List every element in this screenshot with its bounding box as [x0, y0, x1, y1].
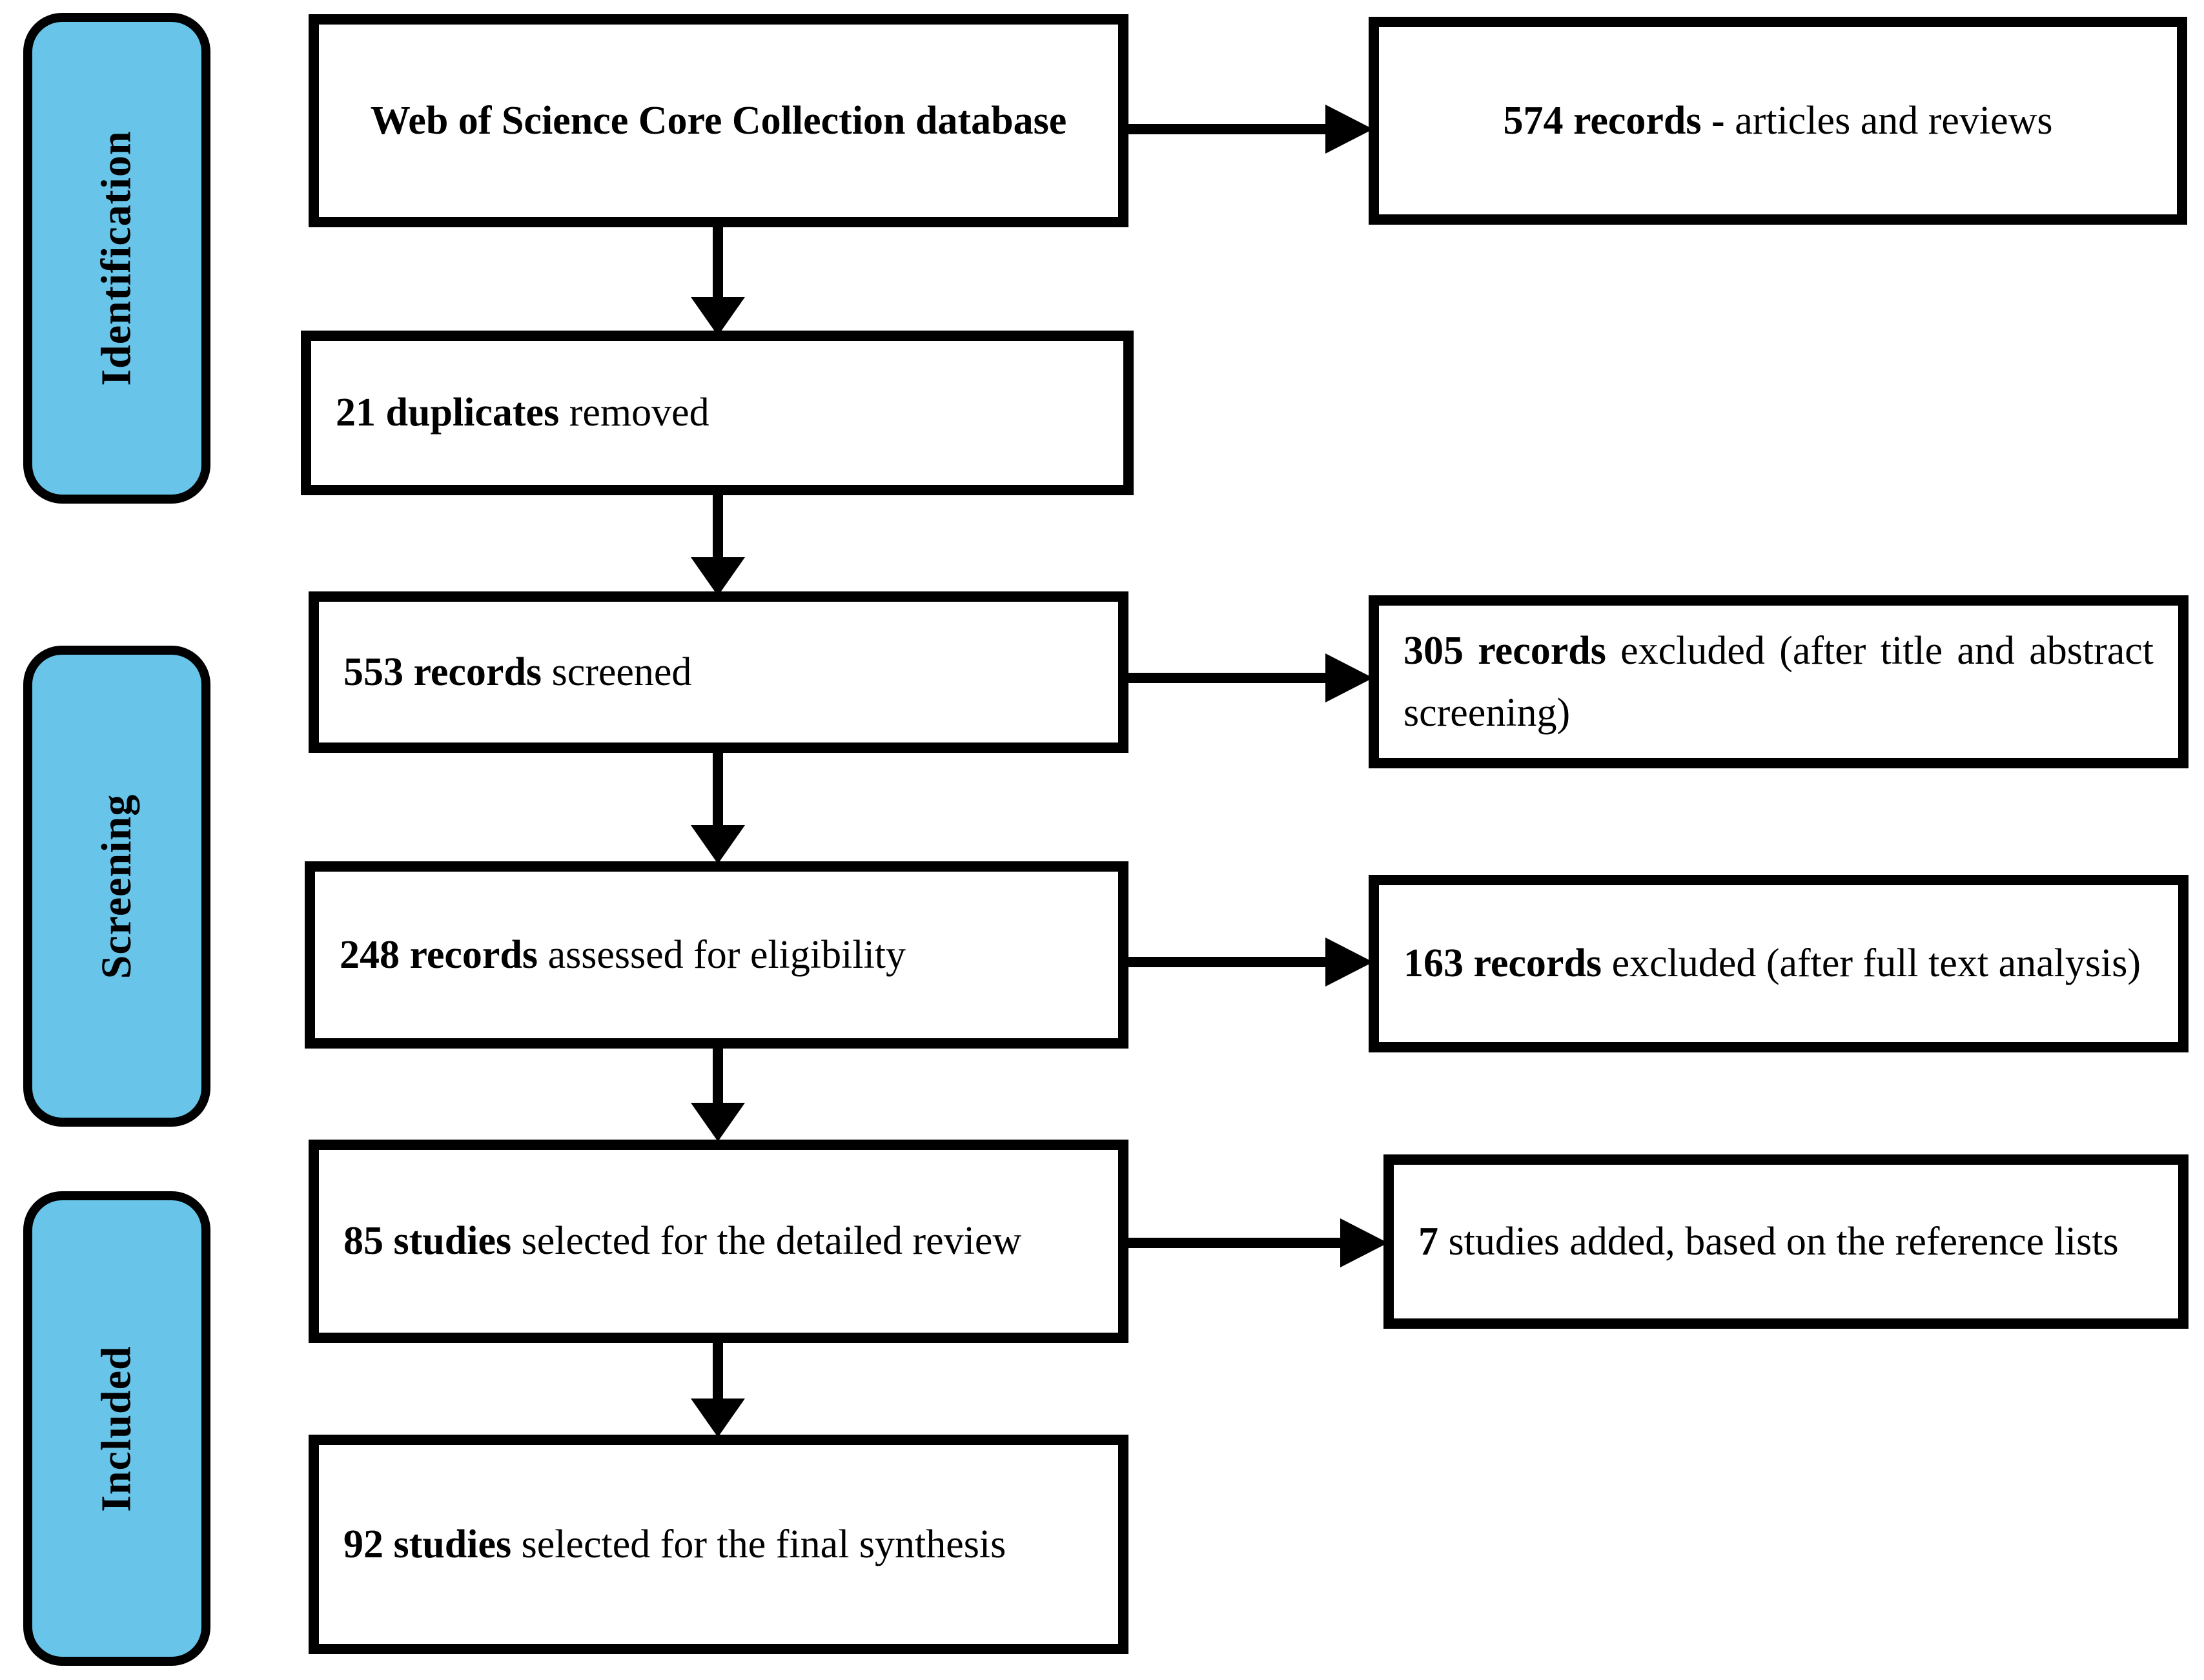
arrow-source-to-duplicates: [691, 225, 745, 336]
box-duplicates-removed: 21 duplicates removed: [301, 331, 1134, 495]
box-duplicates-removed-bold: 21 duplicates: [336, 391, 560, 435]
box-records-screened-text: 553 records screened: [319, 641, 1118, 703]
box-records-excluded-title-abstract-text: 305 records excluded (after title and ab…: [1379, 620, 2178, 744]
arrow-screened-to-excluded-title-abstract: [1127, 653, 1373, 702]
arrow-detailed-review-to-final-synthesis: [691, 1340, 745, 1437]
box-source-database-bold: Web of Science Core Collection database: [370, 98, 1067, 143]
box-records-retrieved-bold: 574 records -: [1503, 98, 1725, 143]
arrow-assessed-to-detailed-review: [691, 1046, 745, 1142]
box-records-excluded-title-abstract-bold: 305 records: [1403, 628, 1606, 673]
box-studies-detailed-review: 85 studies selected for the detailed rev…: [309, 1140, 1128, 1343]
box-records-excluded-full-text: 163 records excluded (after full text an…: [1369, 875, 2189, 1052]
box-duplicates-removed-text: 21 duplicates removed: [311, 382, 1123, 444]
box-duplicates-removed-rest: removed: [559, 391, 709, 435]
box-studies-detailed-review-bold: 85 studies: [343, 1219, 512, 1264]
box-records-retrieved: 574 records - articles and reviews: [1369, 17, 2187, 225]
box-records-assessed-bold: 248 records: [340, 932, 538, 977]
box-records-excluded-title-abstract: 305 records excluded (after title and ab…: [1369, 595, 2189, 768]
box-studies-added-reference-lists: 7 studies added, based on the reference …: [1383, 1154, 2189, 1329]
box-source-database-text: Web of Science Core Collection database: [319, 90, 1118, 152]
box-records-excluded-full-text-text: 163 records excluded (after full text an…: [1379, 932, 2178, 994]
stage-label-identification: Identification: [93, 130, 140, 386]
stage-pill-included: Included: [23, 1191, 210, 1666]
box-studies-final-synthesis-bold: 92 studies: [343, 1522, 512, 1566]
box-studies-added-reference-lists-bold: 7: [1418, 1219, 1438, 1264]
box-studies-final-synthesis: 92 studies selected for the final synthe…: [309, 1435, 1128, 1654]
box-studies-detailed-review-text: 85 studies selected for the detailed rev…: [319, 1210, 1118, 1272]
stage-pill-screening: Screening: [23, 646, 210, 1127]
box-records-screened-rest: screened: [542, 650, 692, 694]
box-studies-detailed-review-rest: selected for the detailed review: [511, 1219, 1022, 1264]
box-source-database: Web of Science Core Collection database: [309, 14, 1128, 227]
box-records-assessed-text: 248 records assessed for eligibility: [315, 924, 1118, 986]
box-records-retrieved-text: 574 records - articles and reviews: [1379, 90, 2177, 152]
box-records-retrieved-rest: articles and reviews: [1724, 98, 2053, 143]
arrow-screened-to-assessed: [691, 750, 745, 864]
stage-pill-identification: Identification: [23, 13, 210, 504]
box-studies-added-reference-lists-text: 7 studies added, based on the reference …: [1394, 1211, 2178, 1273]
stage-label-included: Included: [93, 1345, 140, 1512]
box-records-excluded-full-text-rest: excluded (after full text analysis): [1602, 941, 2141, 986]
arrow-source-to-records-retrieved: [1127, 105, 1373, 154]
box-records-assessed-rest: assessed for eligibility: [538, 932, 906, 977]
arrow-detailed-review-to-studies-added: [1127, 1218, 1388, 1267]
box-records-screened: 553 records screened: [309, 591, 1128, 753]
box-studies-added-reference-lists-rest: studies added, based on the reference li…: [1438, 1219, 2119, 1264]
arrow-duplicates-to-screened: [691, 493, 745, 596]
box-records-assessed: 248 records assessed for eligibility: [305, 861, 1128, 1049]
box-records-excluded-title-abstract-rest: excluded (after title and abstract scree…: [1403, 628, 2154, 735]
arrow-assessed-to-excluded-full-text: [1127, 937, 1373, 987]
box-records-excluded-full-text-bold: 163 records: [1403, 941, 1602, 986]
stage-label-screening: Screening: [93, 794, 141, 979]
box-studies-final-synthesis-text: 92 studies selected for the final synthe…: [319, 1513, 1118, 1575]
box-records-screened-bold: 553 records: [343, 650, 542, 694]
box-studies-final-synthesis-rest: selected for the final synthesis: [511, 1522, 1006, 1566]
